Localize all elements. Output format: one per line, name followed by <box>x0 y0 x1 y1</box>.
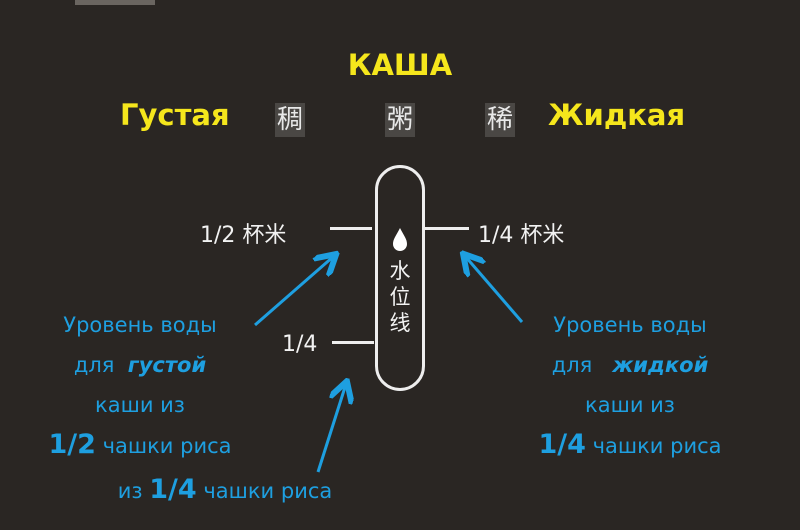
note-text: для <box>551 353 593 377</box>
water-drop-icon <box>393 228 407 251</box>
mark-line <box>330 227 372 230</box>
mark-right-top: 1/4 杯米 <box>478 223 565 248</box>
note-amount: 1/4 <box>149 474 197 505</box>
note-text: чашки риса <box>592 434 722 458</box>
note-line: каши из <box>95 393 185 417</box>
cn-porridge: 粥 <box>385 103 416 137</box>
note-line: Уровень воды <box>553 313 707 337</box>
bottom-note: из 1/4 чашки риса <box>80 470 370 511</box>
mark-line <box>425 227 469 230</box>
note-amount: 1/4 <box>538 429 586 460</box>
mark-line <box>332 341 374 344</box>
note-amount: 1/2 <box>48 429 96 460</box>
arrow-right <box>465 256 524 323</box>
thin-label: Жидкая <box>548 98 686 132</box>
title: КАША <box>347 48 453 82</box>
note-line: 1/2 чашки риса <box>10 425 270 466</box>
mark-left-top: 1/2 杯米 <box>200 223 287 248</box>
mark-left-bottom: 1/4 <box>282 332 318 357</box>
cn-thin: 稀 <box>485 103 516 137</box>
note-line: 1/4 чашки риса <box>500 425 760 466</box>
note-emphasis: густой <box>127 353 207 377</box>
arrow-left <box>254 256 334 327</box>
cn-char: 线 <box>389 311 411 335</box>
thick-label: Густая <box>120 98 230 132</box>
note-emphasis: жидкой <box>612 353 709 377</box>
top-bar <box>75 0 155 5</box>
cn-char: 位 <box>389 285 411 309</box>
water-level-tube <box>375 165 425 391</box>
note-text: чашки риса <box>203 479 333 503</box>
note-line: для жидкой <box>500 345 760 385</box>
note-text: из <box>117 479 143 503</box>
left-note: Уровень воды для густой каши из 1/2 чашк… <box>10 305 270 466</box>
arrow-bottom <box>316 384 346 473</box>
note-text: чашки риса <box>102 434 232 458</box>
note-line: каши из <box>585 393 675 417</box>
cn-char: 水 <box>389 259 411 283</box>
note-line: для густой <box>10 345 270 385</box>
cn-thick: 稠 <box>275 103 306 137</box>
water-level-cn: 水 位 线 <box>387 258 413 336</box>
right-note: Уровень воды для жидкой каши из 1/4 чашк… <box>500 305 760 466</box>
note-text: для <box>73 353 115 377</box>
note-line: Уровень воды <box>63 313 217 337</box>
